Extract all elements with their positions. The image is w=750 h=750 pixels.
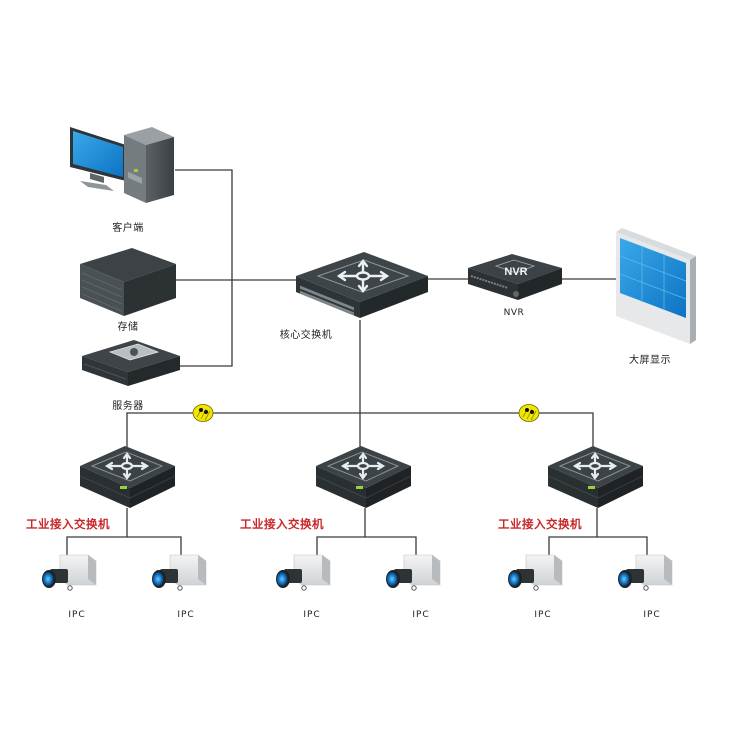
nvr-face-label: NVR: [504, 266, 527, 278]
link-access3-cam2: [597, 536, 648, 555]
link-access1-cam2: [127, 536, 182, 555]
box-camera-icon-3: [275, 554, 331, 591]
access-bus: [126, 412, 594, 452]
client-label: 客户端: [112, 223, 144, 234]
access-switch-label-3: 工业接入交换机: [498, 517, 582, 531]
link-client: [175, 169, 233, 367]
core-switch-label: 核心交换机: [279, 330, 333, 341]
camera-label-5: IPC: [534, 610, 552, 620]
server-label: 服务器: [112, 401, 144, 412]
access-switch-label-1: 工业接入交换机: [26, 517, 110, 531]
core-switch-icon: [296, 252, 428, 318]
access-switch-icon-2: [314, 444, 413, 510]
access-switch-icon-1: [78, 444, 177, 510]
box-camera-icon-5: [507, 554, 563, 591]
access-switch-icon-3: [546, 444, 645, 510]
link-access2-cams: [316, 508, 366, 555]
link-access1-cams: [66, 508, 128, 555]
camera-label-3: IPC: [303, 610, 321, 620]
fiber-converter-icon-right: [518, 404, 540, 422]
camera-label-1: IPC: [68, 610, 86, 620]
storage-label: 存储: [117, 322, 139, 333]
connection-lines: [66, 169, 648, 555]
desktop-computer-icon: [70, 127, 174, 203]
fiber-converter-icon-left: [192, 404, 214, 422]
camera-label-4: IPC: [412, 610, 430, 620]
access-switch-label-2: 工业接入交换机: [240, 517, 324, 531]
box-camera-icon-1: [41, 554, 97, 591]
video-wall-icon: [616, 228, 696, 344]
camera-label-2: IPC: [177, 610, 195, 620]
camera-label-6: IPC: [643, 610, 661, 620]
link-access3-cams: [548, 508, 598, 555]
nvr-recorder-icon: [468, 254, 562, 300]
box-camera-icon-4: [385, 554, 441, 591]
video-wall-label: 大屏显示: [629, 355, 671, 366]
rack-server-icon: [82, 340, 180, 386]
storage-array-icon: [80, 248, 176, 316]
link-access2-cam2: [365, 536, 417, 555]
nvr-label: NVR: [503, 308, 525, 318]
box-camera-icon-6: [617, 554, 673, 591]
box-camera-icon-2: [151, 554, 207, 591]
